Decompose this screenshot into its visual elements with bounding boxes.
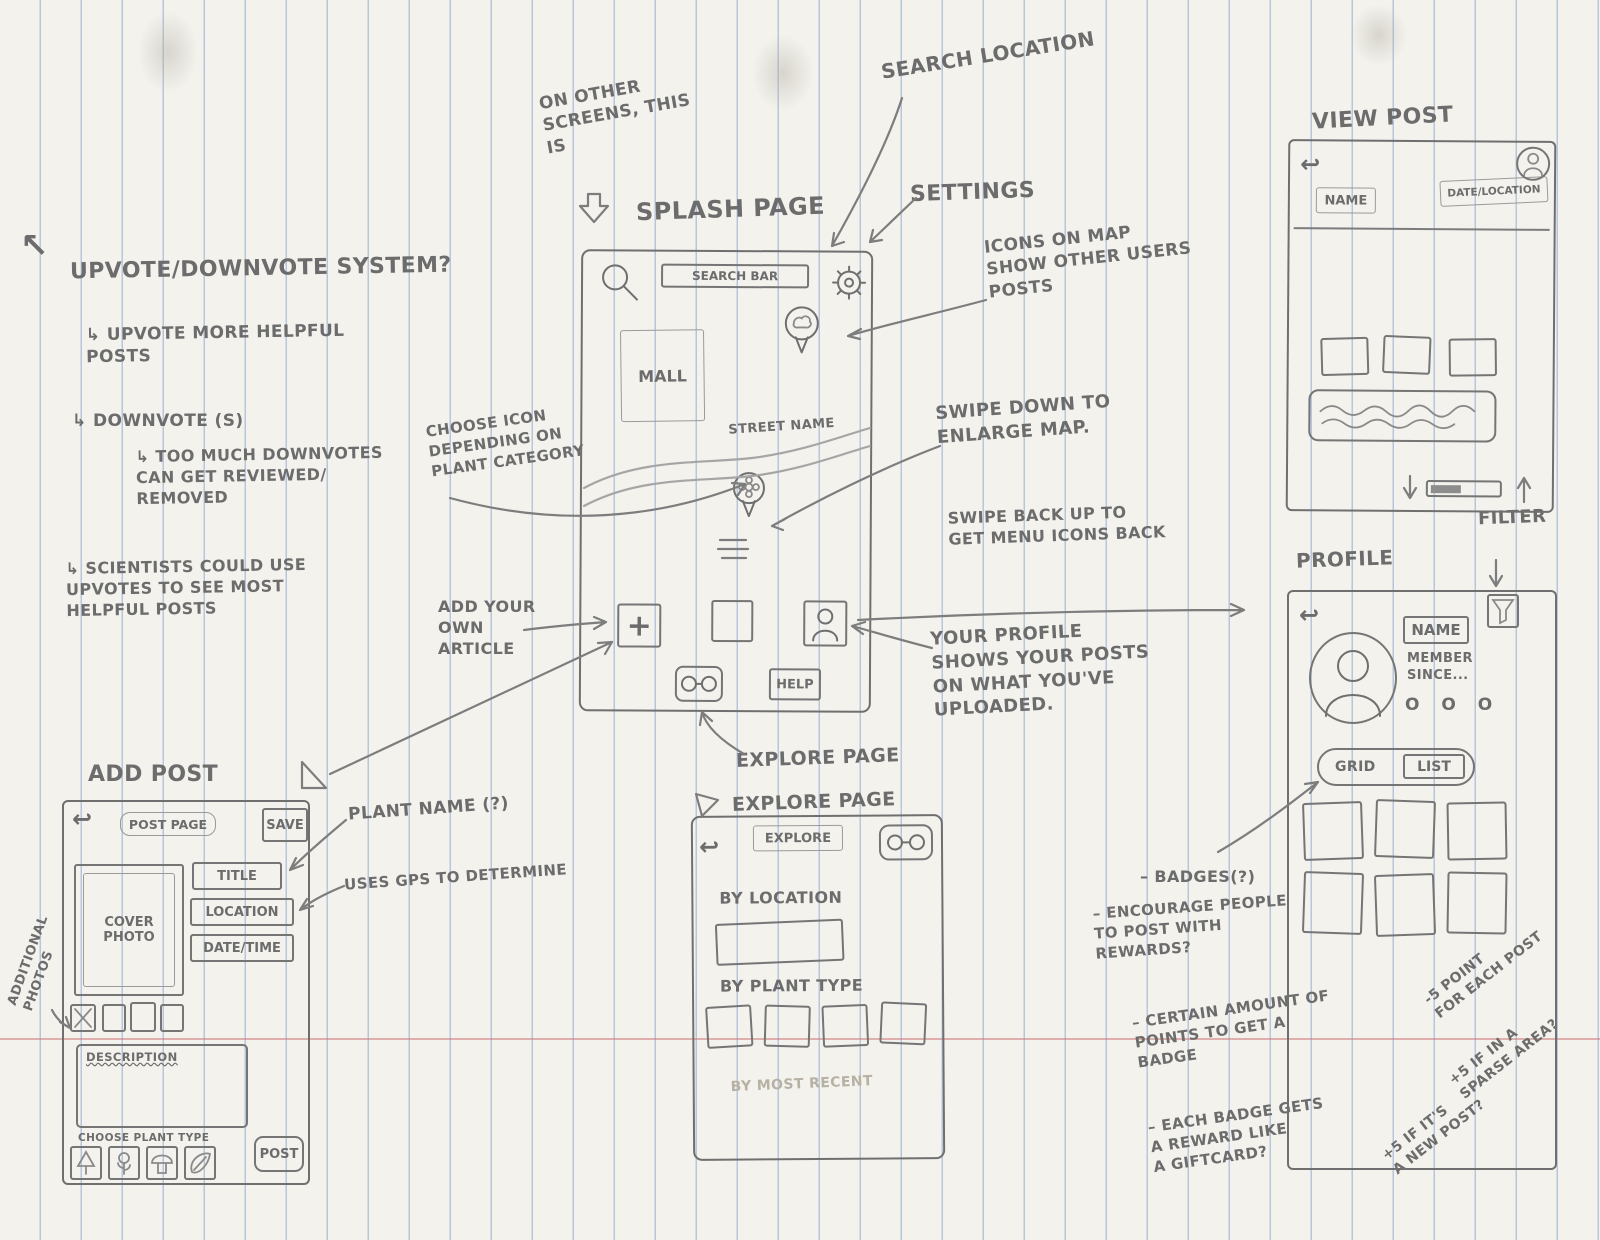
back-arrow-icon: ↩ [72, 805, 93, 833]
plant-type-mushroom-icon [146, 1146, 178, 1180]
note-splash-page: SPLASH PAGE [635, 191, 826, 227]
by-most-recent-label: BY MOST RECENT [730, 1073, 874, 1096]
filter-slider [1425, 480, 1502, 498]
note-scientists: ↳ SCIENTISTS COULD USE UPVOTES TO SEE MO… [65, 554, 307, 621]
explore-binoculars-button [878, 824, 934, 861]
plant-type-flower-icon [108, 1146, 140, 1180]
profile-grid-photo [1373, 872, 1437, 938]
settings-gear-icon [832, 265, 867, 300]
additional-photo-square [70, 1004, 96, 1032]
list-tab: LIST [1403, 754, 1465, 779]
corner-arrow-icon: ↖ [20, 226, 49, 266]
back-arrow-icon: ↩ [1299, 601, 1320, 629]
explore-header: EXPLORE [752, 824, 844, 852]
note-profile: PROFILE [1295, 545, 1394, 573]
menu-square-button [711, 599, 754, 643]
add-article-button: + [617, 603, 662, 648]
additional-photo-square [102, 1004, 126, 1032]
cover-photo-label: COVER PHOTO [83, 873, 175, 987]
additional-photo-square [160, 1004, 184, 1032]
description-label: DESCRIPTION [86, 1050, 178, 1064]
view-post-screen: ↩ NAME DATE/LOCATION [1285, 139, 1557, 513]
explore-binoculars-button [674, 665, 724, 702]
location-filter-box [714, 918, 845, 966]
note-add-post: ADD POST [88, 762, 219, 787]
plant-type-square [763, 1004, 811, 1048]
by-plant-type-label: BY PLANT TYPE [719, 975, 864, 996]
note-add-your-own: ADD YOUR OWN ARTICLE [438, 597, 536, 659]
additional-photo-square [130, 1002, 156, 1032]
post-page-header: POST PAGE [120, 812, 216, 836]
by-location-label: BY LOCATION [719, 887, 843, 908]
paper-smudge [138, 10, 198, 94]
post-photo-square [1320, 336, 1370, 377]
note-downvote: ↳ DOWNVOTE (S) [72, 411, 244, 431]
search-icon [602, 264, 638, 301]
description-squiggle [1319, 404, 1476, 430]
map-street-name: STREET NAME [727, 415, 836, 438]
splash-screen: SEARCH BAR MALL STREET NAME + [578, 249, 874, 713]
person-icon [812, 608, 839, 642]
profile-grid-photo [1301, 870, 1365, 936]
post-author-name: NAME [1315, 187, 1376, 214]
plant-type-square [879, 1001, 928, 1046]
post-photo-square [1382, 334, 1432, 375]
choose-plant-type-label: CHOOSE PLANT TYPE [78, 1132, 210, 1144]
profile-avatar [1309, 632, 1397, 724]
note-badges: – BADGES(?) [1140, 867, 1256, 886]
note-your-profile: YOUR PROFILE SHOWS YOUR POSTS ON WHAT YO… [929, 620, 1150, 721]
post-photo-square [1448, 338, 1497, 377]
member-since-label: MEMBER SINCE... [1407, 651, 1473, 684]
datetime-field: DATE/TIME [190, 934, 294, 962]
title-field: TITLE [192, 862, 282, 890]
profile-button [803, 600, 848, 647]
help-button: HELP [768, 668, 822, 701]
profile-grid-photo [1374, 798, 1436, 860]
plant-type-tree-icon [70, 1146, 102, 1180]
map-mall-label: MALL [619, 329, 706, 423]
plant-type-square [821, 1003, 870, 1048]
note-swipe-back: SWIPE BACK UP TO GET MENU ICONS BACK [947, 502, 1167, 549]
header-divider [1293, 227, 1550, 231]
grid-list-toggle: GRID LIST [1317, 748, 1475, 786]
profile-screen: ↩ NAME MEMBER SINCE... O O O GRID LIST [1287, 590, 1557, 1170]
plant-type-square [705, 1004, 754, 1049]
search-bar: SEARCH BAR [661, 263, 810, 289]
profile-name: NAME [1403, 616, 1469, 644]
binoculars-icon [680, 675, 717, 692]
filter-slider-fill [1430, 485, 1461, 494]
profile-grid-photo [1446, 871, 1508, 935]
person-icon [1325, 650, 1381, 717]
filter-funnel-button [1487, 594, 1519, 628]
binoculars-icon [886, 834, 925, 851]
note-too-much-downvote: ↳ TOO MUCH DOWNVOTES CAN GET REVIEWED/ R… [135, 442, 384, 509]
paper-smudge [1350, 4, 1408, 66]
user-avatar-icon [1516, 146, 1551, 181]
save-button: SAVE [262, 808, 308, 842]
map-pin-plant-icon [732, 472, 765, 518]
profile-grid-photo [1302, 800, 1364, 862]
cover-photo-box: COVER PHOTO [74, 864, 184, 996]
description-box: DESCRIPTION [76, 1044, 248, 1128]
paper-smudge [752, 34, 814, 112]
grid-tab: GRID [1335, 759, 1376, 775]
note-settings: SETTINGS [909, 177, 1036, 208]
badge-points-circles: O O O [1405, 695, 1501, 715]
post-description-box [1308, 389, 1497, 443]
note-upvote-more: ↳ UPVOTE MORE HELPFUL POSTS [85, 320, 345, 368]
explore-screen: ↩ EXPLORE BY LOCATION BY PLANT TYPE BY M… [690, 814, 946, 1161]
profile-grid-photo [1446, 801, 1508, 861]
funnel-icon [1491, 599, 1515, 625]
add-post-screen: ↩ POST PAGE SAVE COVER PHOTO TITLE LOCAT… [62, 800, 310, 1185]
map-pin-post-icon [784, 306, 819, 354]
location-field: LOCATION [190, 898, 294, 926]
back-arrow-icon: ↩ [698, 832, 720, 861]
back-arrow-icon: ↩ [1300, 150, 1321, 179]
plant-type-leaf-icon [184, 1146, 216, 1180]
post-button: POST [254, 1136, 304, 1172]
red-margin-line [0, 1038, 1600, 1040]
